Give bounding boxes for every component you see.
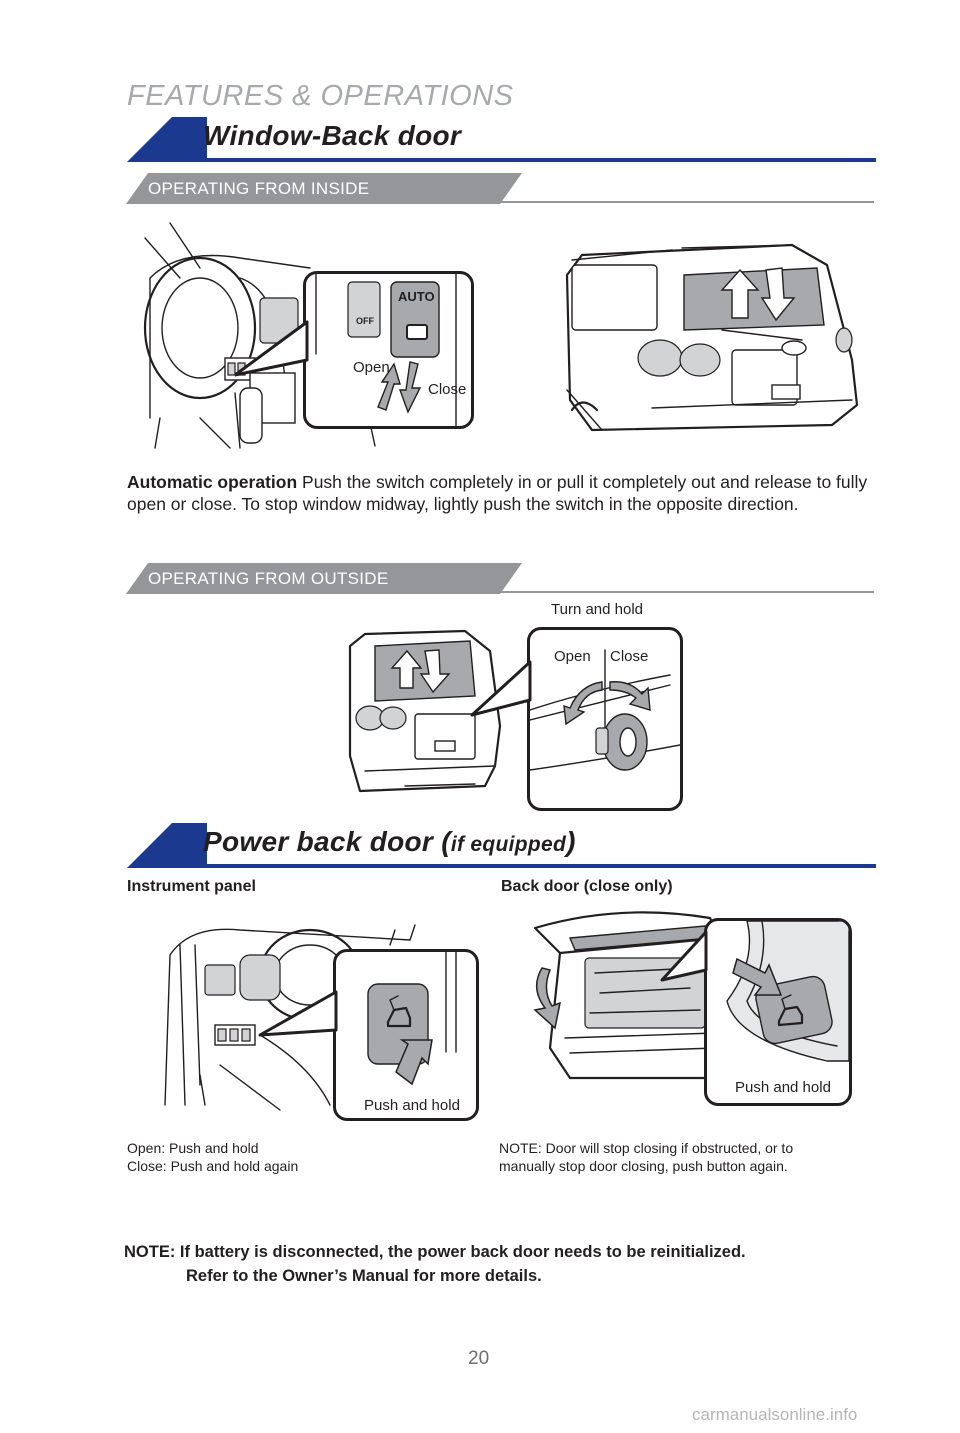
- back-door-power-icon: [777, 994, 804, 1027]
- inside-close-label: Close: [428, 381, 467, 398]
- power-title-suffix: if equipped: [450, 833, 567, 856]
- section-title-accent: [127, 117, 207, 162]
- instrument-push-label: Push and hold: [364, 1097, 460, 1114]
- power-section-title-accent: [127, 823, 207, 868]
- rotate-left-arrow-icon: [563, 681, 603, 726]
- page-header: FEATURES & OPERATIONS: [127, 80, 514, 112]
- outside-callout-pointer: [470, 660, 532, 717]
- battery-note-line2: Refer to the Owner’s Manual for more det…: [186, 1267, 542, 1285]
- back-door-push-arrow-icon: [732, 957, 783, 996]
- dashboard-illustration: [143, 222, 376, 449]
- power-title-close: ): [566, 826, 576, 857]
- rear-vehicle-illustration: [565, 243, 859, 432]
- outside-band-rule: [500, 591, 874, 593]
- power-section-title-rule: [190, 864, 876, 868]
- inside-band: OPERATING FROM INSIDE: [126, 173, 522, 204]
- off-label: OFF: [356, 316, 374, 326]
- back-door-note-line2: manually stop door closing, push button …: [499, 1158, 788, 1174]
- outside-open-label: Open: [554, 648, 591, 665]
- down-arrow-icon: [399, 361, 422, 414]
- watermark: carmanualsonline.info: [692, 1405, 858, 1424]
- power-door-icon: [386, 995, 412, 1028]
- auto-label: AUTO: [398, 289, 435, 304]
- key-icon: [595, 713, 648, 771]
- back-door-note: NOTE: Door will stop closing if obstruct…: [499, 1139, 793, 1175]
- door-close-arrow-icon: [533, 967, 562, 1030]
- instrument-switch-callout: Push and hold: [333, 949, 479, 1121]
- back-window-icon: [406, 324, 428, 340]
- turn-and-hold-label: Turn and hold: [551, 601, 644, 618]
- outside-band: OPERATING FROM OUTSIDE: [126, 563, 522, 594]
- back-door-switch-callout: Push and hold: [704, 918, 852, 1106]
- power-title-main: Power back door (: [203, 826, 451, 857]
- key-cylinder-callout: Open Close: [527, 627, 683, 811]
- section-title-rule: [190, 158, 876, 162]
- automatic-operation-text: Automatic operation Push the switch comp…: [127, 471, 875, 515]
- instrument-note-line1: Open: Push and hold: [127, 1140, 259, 1156]
- automatic-operation-heading: Automatic operation: [127, 472, 298, 492]
- instrument-callout-pointer: [258, 990, 338, 1037]
- open-back-door-illustration: [533, 911, 727, 1080]
- callout-pointer: [235, 320, 309, 377]
- instrument-panel-note: Open: Push and hold Close: Push and hold…: [127, 1139, 298, 1175]
- back-door-callout-pointer: [660, 930, 708, 982]
- rotate-right-arrow-icon: [609, 681, 651, 711]
- automatic-operation-body: Push the switch completely in or pull it…: [127, 472, 868, 514]
- up-arrow-icon: [377, 362, 401, 411]
- push-arrow-icon: [395, 1039, 433, 1086]
- back-door-heading: Back door (close only): [501, 878, 673, 895]
- instrument-panel-heading: Instrument panel: [127, 878, 256, 895]
- inside-band-rule: [500, 201, 874, 203]
- outside-rear-illustration: [348, 629, 502, 793]
- inside-open-label: Open: [353, 359, 390, 376]
- window-section-title: Window-Back door: [203, 120, 462, 151]
- outside-close-label: Close: [610, 648, 649, 665]
- page-number: 20: [468, 1348, 490, 1369]
- back-door-push-label: Push and hold: [735, 1079, 831, 1096]
- window-switch-callout: AUTO OFF Open Close: [303, 271, 474, 429]
- back-door-note-line1: NOTE: Door will stop closing if obstruct…: [499, 1140, 794, 1156]
- battery-note: NOTE: If battery is disconnected, the po…: [124, 1240, 884, 1288]
- power-section-title: Power back door (if equipped): [203, 826, 576, 858]
- battery-note-line1: NOTE: If battery is disconnected, the po…: [124, 1243, 746, 1261]
- instrument-note-line2: Close: Push and hold again: [127, 1158, 299, 1174]
